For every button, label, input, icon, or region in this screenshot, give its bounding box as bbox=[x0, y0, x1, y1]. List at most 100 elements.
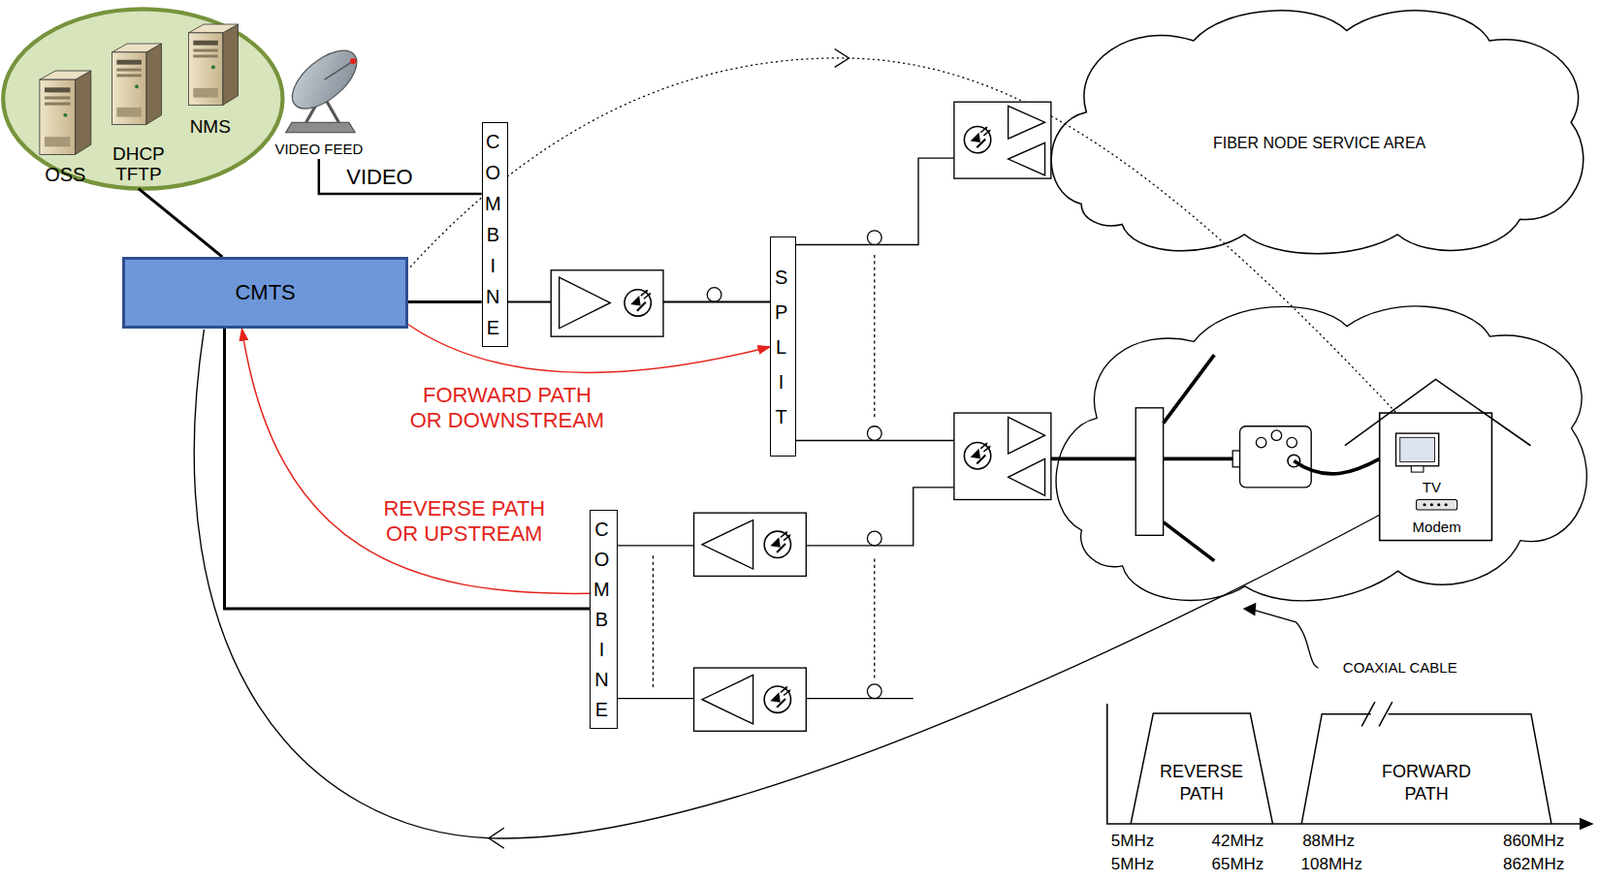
fiber-connector bbox=[866, 230, 882, 246]
video-feed-label: VIDEO FEED bbox=[259, 138, 378, 160]
house bbox=[1344, 379, 1532, 541]
continuation-dots bbox=[652, 555, 654, 689]
signal-path-arrow bbox=[834, 48, 850, 67]
house bbox=[1379, 413, 1493, 542]
node-label: FORWARD PATH bbox=[1369, 761, 1484, 805]
optical-receiver bbox=[694, 512, 807, 576]
satellite-dish bbox=[350, 58, 356, 64]
return-path-arrow bbox=[488, 828, 505, 849]
modem-icon bbox=[1437, 503, 1440, 507]
node-label: FIBER NODE SERVICE AREA bbox=[1213, 134, 1426, 153]
combiner-box: COMBINE bbox=[589, 510, 617, 730]
continuation-dots bbox=[652, 255, 874, 689]
service-area-cloud-outline bbox=[1040, 0, 1599, 260]
axis-arrow bbox=[1579, 818, 1595, 832]
modem-icon bbox=[1444, 503, 1448, 507]
fiber-line bbox=[796, 158, 955, 245]
fiber-line bbox=[617, 158, 955, 700]
optical-transmitter bbox=[550, 270, 664, 337]
server-label: NMS bbox=[183, 115, 237, 140]
connector bbox=[408, 324, 771, 374]
frequency-label: 88MHz bbox=[1302, 832, 1355, 852]
forward-band-outline bbox=[1301, 702, 1552, 825]
continuation-dots bbox=[873, 255, 875, 420]
coaxial-plant bbox=[1271, 430, 1282, 442]
fiber-line bbox=[805, 698, 913, 700]
tv-icon bbox=[1396, 433, 1440, 473]
tv-icon bbox=[1400, 437, 1436, 462]
signal-path-dotted bbox=[410, 58, 1419, 437]
optical-receiver bbox=[694, 512, 807, 576]
fiber-node bbox=[1008, 142, 1046, 176]
connector bbox=[241, 328, 590, 595]
modem-icon bbox=[1430, 503, 1434, 507]
fiber-connector bbox=[866, 531, 882, 546]
optical-receiver bbox=[702, 520, 754, 570]
fiber-line bbox=[805, 487, 955, 546]
satellite-dish bbox=[324, 61, 353, 80]
optical-transmitter bbox=[550, 270, 664, 337]
fiber-node bbox=[1008, 105, 1046, 139]
connector bbox=[508, 300, 770, 303]
coaxial-plant bbox=[1051, 457, 1136, 462]
satellite-dish bbox=[282, 39, 367, 120]
fiber-node bbox=[963, 126, 991, 153]
satellite-dish bbox=[286, 122, 356, 133]
server-label: OSS bbox=[38, 162, 93, 188]
coaxial-plant bbox=[1293, 458, 1379, 474]
frequency-label: 42MHz bbox=[1211, 832, 1264, 852]
optical-transmitter bbox=[624, 289, 651, 317]
node-label: CMTS bbox=[234, 280, 295, 306]
frequency-label: 860MHz bbox=[1503, 832, 1565, 852]
optical-receiver bbox=[694, 668, 807, 732]
cmts-box: CMTS bbox=[122, 256, 409, 329]
fiber-line bbox=[617, 544, 695, 546]
service-area-cloud bbox=[1056, 306, 1587, 602]
device-label: Modem bbox=[1412, 518, 1462, 537]
coaxial-plant bbox=[1163, 354, 1241, 562]
optical-transmitter bbox=[559, 277, 611, 329]
server-icon bbox=[111, 43, 161, 125]
node-label: COMBINE bbox=[593, 514, 614, 726]
node-label: VIDEO FEED bbox=[274, 140, 363, 158]
service-area-cloud: FIBER NODE SERVICE AREA bbox=[1040, 0, 1599, 260]
fiber-node bbox=[954, 413, 1052, 500]
coaxial-plant bbox=[1051, 354, 1380, 562]
splitter-box: SPLIT bbox=[769, 236, 796, 457]
frequency-label: 65MHz bbox=[1211, 855, 1264, 875]
tv-icon bbox=[1396, 433, 1440, 467]
server-icon bbox=[39, 70, 92, 155]
coaxial-plant bbox=[1135, 408, 1163, 537]
leader-arrow bbox=[1243, 603, 1257, 617]
coaxial-plant bbox=[1240, 426, 1312, 488]
reverse-band-outline bbox=[1130, 713, 1273, 825]
fiber-node bbox=[1008, 458, 1046, 496]
server-group bbox=[2, 8, 283, 189]
fiber-connector bbox=[866, 230, 882, 700]
node-label: SPLIT bbox=[772, 259, 794, 435]
connector bbox=[319, 159, 482, 194]
leader-line bbox=[1252, 609, 1318, 669]
modem-icon bbox=[1416, 499, 1458, 511]
optical-receiver bbox=[694, 668, 807, 732]
path-direction-label: FORWARD PATH OR DOWNSTREAM bbox=[406, 383, 608, 434]
continuation-dots bbox=[873, 559, 875, 680]
fiber-node bbox=[954, 413, 1052, 500]
frequency-axis bbox=[1107, 704, 1584, 825]
node-label: NMS bbox=[190, 116, 231, 138]
forward-band: FORWARD PATH bbox=[1298, 700, 1556, 827]
modem-icon bbox=[1416, 499, 1458, 511]
device-label: TV bbox=[1422, 479, 1441, 497]
service-area-cloud-outline bbox=[1051, 10, 1584, 255]
satellite-dish bbox=[282, 39, 367, 133]
node-label: REVERSE PATH bbox=[1152, 761, 1250, 805]
optical-receiver bbox=[764, 686, 791, 713]
connector bbox=[224, 328, 591, 609]
server-icon bbox=[188, 24, 238, 105]
frequency-label: 862MHz bbox=[1503, 855, 1565, 875]
fiber-connector bbox=[706, 288, 722, 303]
